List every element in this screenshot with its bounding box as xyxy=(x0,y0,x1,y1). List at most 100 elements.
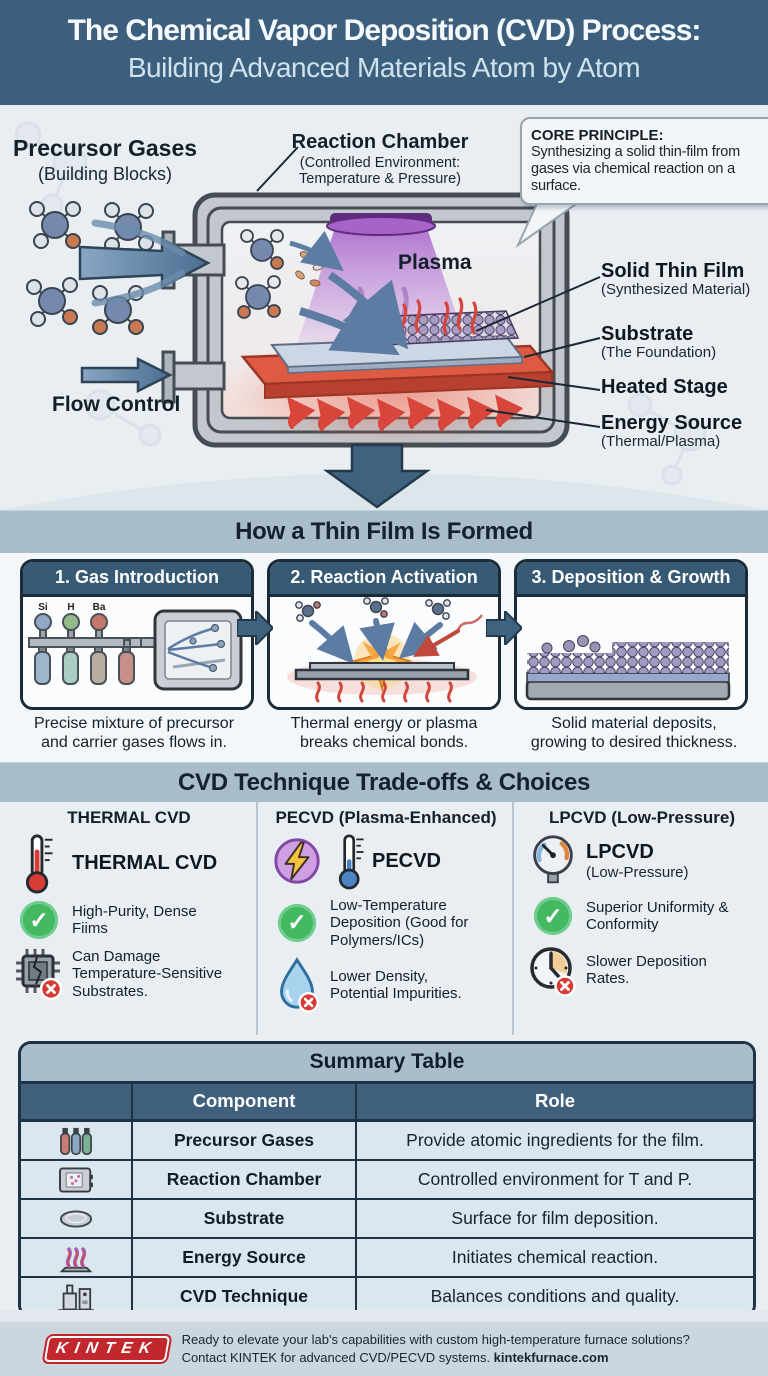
table-row: Energy Source Initiates chemical reactio… xyxy=(21,1239,753,1278)
gas-introduction-illustration: Si H Ba xyxy=(28,602,243,691)
con-text: Lower Density, Potential Impurities. xyxy=(330,967,462,1002)
con-text: Can Damage Temperature-Sensitive Substra… xyxy=(72,948,223,1000)
wafer-icon xyxy=(59,1209,93,1228)
gas-flow-arrows xyxy=(289,230,409,356)
step-card-deposition-growth: 3. Deposition & Growth xyxy=(514,559,748,710)
check-icon: ✓ xyxy=(20,901,58,939)
water-drop-icon xyxy=(280,956,319,1013)
summary-table-header-row: Component Role xyxy=(21,1084,753,1122)
step-card-reaction-activation: 2. Reaction Activation xyxy=(267,559,501,710)
check-icon: ✓ xyxy=(278,903,316,942)
step-card-gas-introduction: 1. Gas Introduction Si H Ba xyxy=(20,559,254,710)
footer: KINTEK Ready to elevate your lab's capab… xyxy=(0,1322,768,1376)
header: The Chemical Vapor Deposition (CVD) Proc… xyxy=(0,0,768,105)
footer-gap xyxy=(0,1310,768,1322)
callout-solid-thin-film: Solid Thin Film (Synthesized Material) xyxy=(601,260,751,298)
precursor-gases-sublabel: (Building Blocks) xyxy=(37,164,173,184)
kintek-logo: KINTEK xyxy=(43,1336,170,1362)
role-cell: Controlled environment for T and P. xyxy=(355,1161,753,1198)
chamber-molecules xyxy=(235,229,330,319)
tradeoff-column-lpcvd: LPCVD (Low-Pressure) LPCVD (Low-Pressure… xyxy=(512,802,768,1035)
con-text: Slower Deposition Rates. xyxy=(586,952,707,987)
gas-cylinder-label: H xyxy=(67,602,74,613)
tradeoffs-section: THERMAL CVD THERMAL CVD ✓ High-Purity, D… xyxy=(0,802,768,1035)
step-title: 1. Gas Introduction xyxy=(23,562,251,597)
pro-text: Low-Temperature Deposition (Good for Pol… xyxy=(330,897,469,949)
technique-name: PECVD xyxy=(372,849,441,872)
component-cell: Precursor Gases xyxy=(131,1122,355,1159)
role-cell: Provide atomic ingredients for the film. xyxy=(355,1122,753,1159)
footer-line1: Ready to elevate your lab's capabilities… xyxy=(181,1332,690,1348)
tradeoff-column-thermal: THERMAL CVD THERMAL CVD ✓ High-Purity, D… xyxy=(0,802,256,1035)
gas-cylinder-label: Si xyxy=(38,602,48,613)
table-row: Precursor Gases Provide atomic ingredien… xyxy=(21,1122,753,1161)
gas-cylinder-label: Ba xyxy=(93,602,106,613)
heat-icon xyxy=(59,1246,93,1272)
reaction-chamber-label: Reaction Chamber xyxy=(291,131,469,153)
cvd-chamber-illustration xyxy=(0,121,768,510)
step-caption: Precise mixture of precursor and carrier… xyxy=(33,715,235,751)
role-column-header: Role xyxy=(355,1084,753,1119)
damaged-chip-icon xyxy=(16,949,63,1001)
check-icon: ✓ xyxy=(534,897,572,935)
process-steps-section: 1. Gas Introduction Si H Ba xyxy=(0,553,768,762)
callout-energy-source: Energy Source (Thermal/Plasma) xyxy=(601,412,743,450)
flow-control-arrow xyxy=(80,356,173,394)
summary-section: Summary Table Component Role Precursor G… xyxy=(0,1035,768,1320)
exhaust-arrow xyxy=(323,443,431,509)
table-row: CVD Technique Balances conditions and qu… xyxy=(21,1278,753,1315)
cvd-diagram-section: Precursor Gases (Building Blocks) Reacti… xyxy=(0,105,768,510)
component-cell: Energy Source xyxy=(131,1239,355,1276)
role-cell: Balances conditions and quality. xyxy=(355,1278,753,1315)
component-cell: CVD Technique xyxy=(131,1278,355,1315)
footer-text: Ready to elevate your lab's capabilities… xyxy=(182,1331,690,1366)
thermometer-red-icon xyxy=(25,834,53,894)
reaction-activation-illustration xyxy=(287,597,483,703)
core-principle-body: Synthesizing a solid thin-film from gase… xyxy=(531,144,740,195)
section-title: CVD Technique Trade-offs & Choices xyxy=(177,769,591,796)
tradeoff-column-pecvd: PECVD (Plasma-Enhanced) PEC xyxy=(256,802,512,1035)
section-title: How a Thin Film Is Formed xyxy=(235,518,533,545)
component-cell: Reaction Chamber xyxy=(131,1161,355,1198)
plasma-label: Plasma xyxy=(398,251,472,274)
column-header: PECVD (Plasma-Enhanced) xyxy=(275,808,497,827)
core-principle-title: CORE PRINCIPLE: xyxy=(531,127,664,144)
pressure-gauge-icon xyxy=(533,835,573,884)
pro-text: Superior Uniformity & Conformity xyxy=(586,898,729,933)
summary-table: Summary Table Component Role Precursor G… xyxy=(18,1041,756,1318)
section-how-film-formed: How a Thin Film Is Formed xyxy=(0,510,768,555)
component-cell: Substrate xyxy=(131,1200,355,1237)
step-title: 3. Deposition & Growth xyxy=(517,562,745,597)
column-header: THERMAL CVD xyxy=(67,808,191,827)
callout-substrate: Substrate (The Foundation) xyxy=(601,323,717,361)
leader-lines xyxy=(256,146,601,428)
table-row: Reaction Chamber Controlled environment … xyxy=(21,1161,753,1200)
precursor-gases-label: Precursor Gases xyxy=(12,135,198,161)
summary-table-title: Summary Table xyxy=(21,1044,753,1084)
core-principle-callout: CORE PRINCIPLE: Synthesizing a solid thi… xyxy=(520,117,768,206)
background-molecule-watermark xyxy=(14,121,707,486)
icon-column-header xyxy=(21,1084,131,1119)
role-cell: Initiates chemical reaction. xyxy=(355,1239,753,1276)
page-subtitle: Building Advanced Materials Atom by Atom xyxy=(127,52,641,83)
pro-text: High-Purity, Dense Fiims xyxy=(72,902,197,937)
deposition-growth-illustration xyxy=(525,635,731,701)
page-title: The Chemical Vapor Deposition (CVD) Proc… xyxy=(67,14,702,47)
role-cell: Surface for film deposition. xyxy=(355,1200,753,1237)
chamber-icon xyxy=(59,1166,93,1193)
table-row: Substrate Surface for film deposition. xyxy=(21,1200,753,1239)
reaction-chamber-sublabel: (Controlled Environment: Temperature & P… xyxy=(299,155,461,188)
technique-name: THERMAL CVD xyxy=(72,851,218,874)
plasma-lightning-icon xyxy=(274,838,320,884)
footer-link[interactable]: kintekfurnace.com xyxy=(493,1350,609,1365)
callout-heated-stage: Heated Stage xyxy=(601,376,728,398)
step-arrow-icon xyxy=(237,611,273,645)
technique-name-block: LPCVD (Low-Pressure) xyxy=(586,841,689,881)
step-title: 2. Reaction Activation xyxy=(270,562,498,597)
footer-line2: Contact KINTEK for advanced CVD/PECVD sy… xyxy=(181,1350,609,1365)
thermometer-blue-icon xyxy=(338,834,364,890)
slow-clock-icon xyxy=(530,947,576,997)
section-tradeoffs: CVD Technique Trade-offs & Choices xyxy=(0,762,768,804)
step-caption: Solid material deposits, growing to desi… xyxy=(530,715,738,751)
